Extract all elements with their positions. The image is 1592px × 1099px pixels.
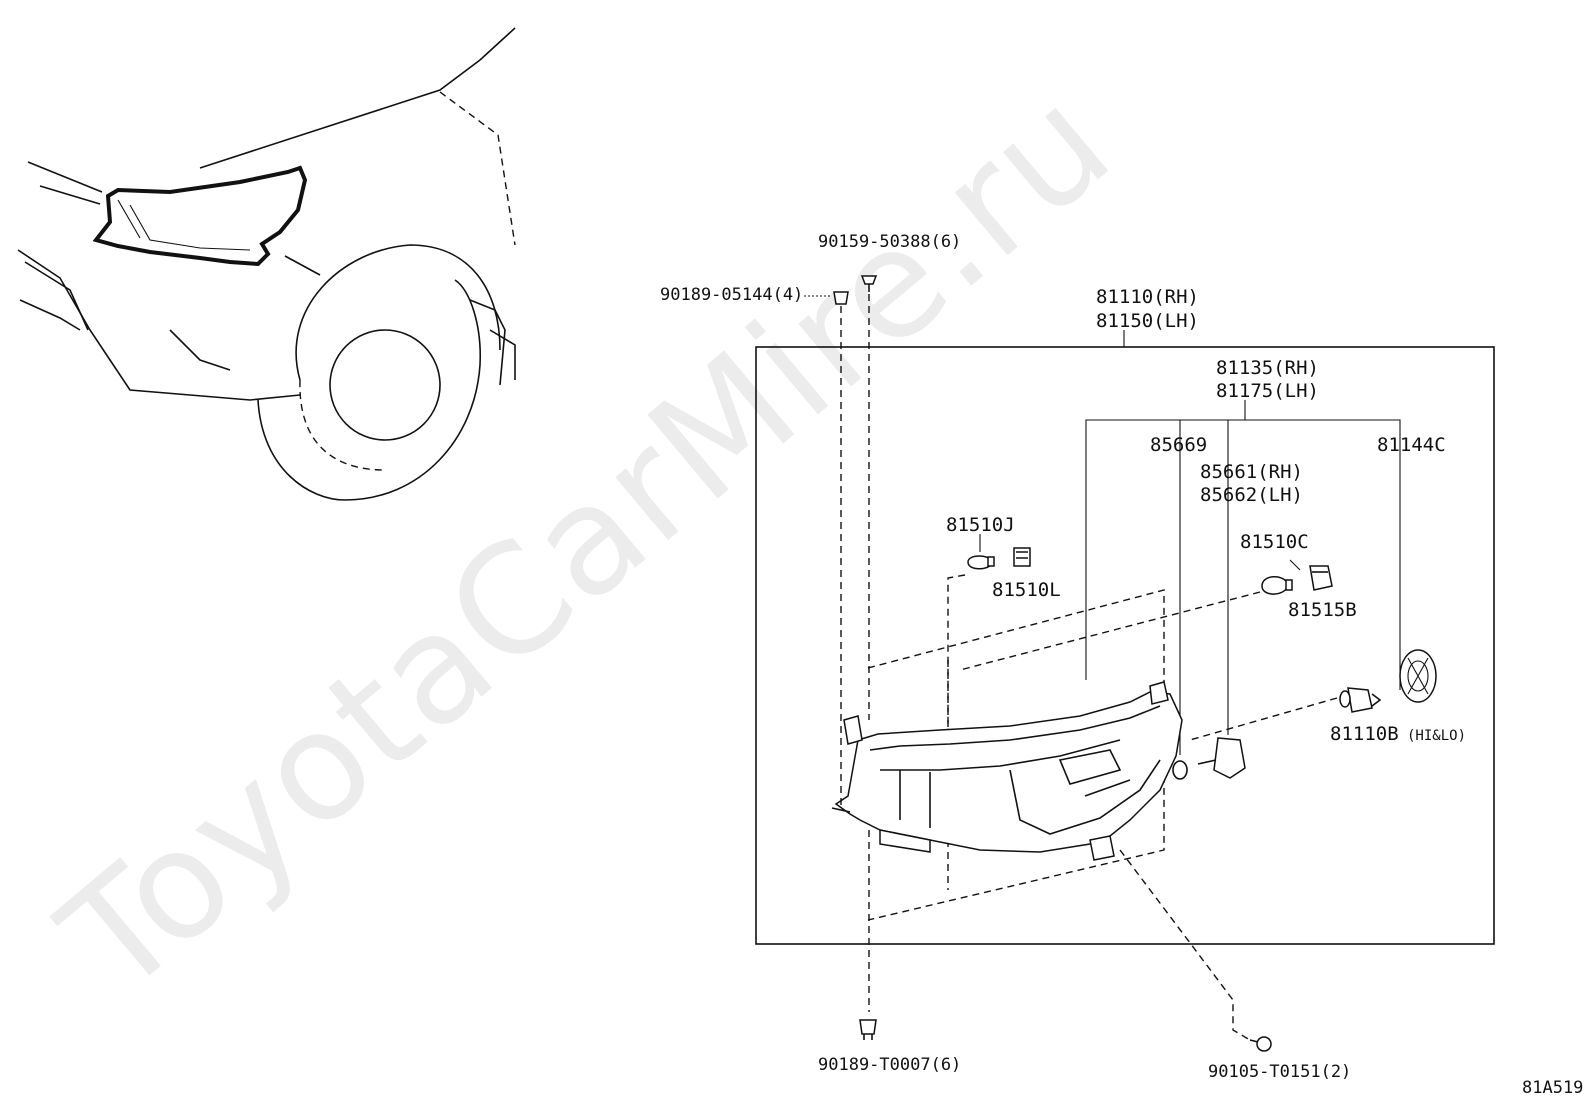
headlamp-location-outline — [92, 165, 308, 267]
bulb-j-label: 81510J — [946, 514, 1015, 536]
small-bulb-j — [967, 555, 995, 570]
leveling-actuator — [1197, 737, 1246, 779]
hi-lo-bulb-note: (HI&LO) — [1407, 728, 1466, 744]
cover-label: 81144C — [1377, 434, 1446, 456]
screw-top — [860, 275, 878, 292]
small-bulb-c — [1261, 576, 1293, 595]
clip-bottom — [859, 1019, 877, 1040]
bulb-socket-b — [1309, 565, 1333, 591]
socket-l-label: 81510L — [992, 579, 1061, 601]
assy-lh-label: 81150(LH) — [1096, 310, 1199, 332]
o-ring — [1172, 760, 1188, 780]
assy-rh-label: 81110(RH) — [1096, 286, 1199, 308]
vehicle-front-corner-illustration — [17, 27, 516, 501]
clip-top-label: 90189-05144(4) — [660, 285, 803, 305]
bulb-socket-l — [1013, 547, 1031, 567]
housing-bracket — [1085, 419, 1401, 690]
assembly-frame — [755, 346, 1495, 945]
headlamp-unit — [831, 681, 1183, 861]
housing-rh-label: 81135(RH) — [1216, 357, 1319, 379]
clip-top — [833, 291, 849, 305]
headlamp-cover-cap — [1399, 649, 1437, 703]
actuator-rh-label: 85661(RH) — [1200, 461, 1303, 483]
housing-lh-label: 81175(LH) — [1216, 380, 1319, 402]
actuator-lh-label: 85662(LH) — [1200, 484, 1303, 506]
hi-lo-bulb — [1339, 687, 1382, 713]
hi-lo-bulb-label: 81110B — [1330, 723, 1399, 745]
screw-top-label: 90159-50388(6) — [818, 232, 961, 252]
bulb-c-label: 81510C — [1240, 531, 1309, 553]
clip-bottom-label: 90189-T0007(6) — [818, 1055, 961, 1075]
socket-b-label: 81515B — [1288, 599, 1357, 621]
part-85669-label: 85669 — [1150, 434, 1207, 456]
screw-bottom-label: 90105-T0151(2) — [1208, 1062, 1351, 1082]
diagram-code: 81A519 — [1522, 1078, 1583, 1098]
screw-bottom — [1249, 1036, 1272, 1052]
